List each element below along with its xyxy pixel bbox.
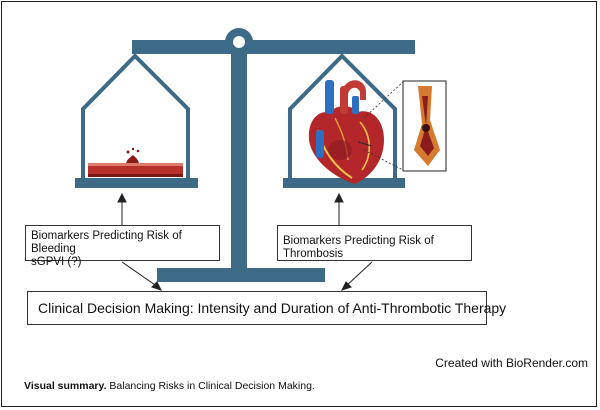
thrombosis-inset <box>363 80 447 172</box>
figure-caption: Visual summary. Balancing Risks in Clini… <box>24 380 315 392</box>
heart-icon <box>308 80 384 184</box>
caption-text: Balancing Risks in Clinical Decision Mak… <box>106 380 315 392</box>
biorender-credit: Created with BioRender.com <box>435 356 588 370</box>
scale-pivot-hole <box>233 36 245 48</box>
clinical-decision-box: Clinical Decision Making: Intensity and … <box>27 291 506 325</box>
right-scale-pan <box>283 53 405 188</box>
clinical-decision-label: Clinical Decision Making: Intensity and … <box>38 300 507 316</box>
bleeding-biomarkers-title: Biomarkers Predicting Risk of Bleeding <box>31 230 182 256</box>
left-scale-pan <box>75 53 198 188</box>
caption-bold: Visual summary. <box>24 380 107 392</box>
thrombosis-biomarkers-title: Biomarkers Predicting Risk of Thrombosis <box>283 235 434 261</box>
scale-base <box>157 268 325 282</box>
thrombosis-biomarkers-box: Biomarkers Predicting Risk of Thrombosis <box>277 225 472 261</box>
bleeding-biomarkers-marker: sGPVI (?) <box>31 256 82 269</box>
bleeding-vessel-icon <box>88 147 183 177</box>
scale-pillar <box>231 45 247 273</box>
scale-beam <box>132 40 415 54</box>
bleeding-biomarkers-box: Biomarkers Predicting Risk of Bleeding s… <box>25 225 220 268</box>
connector-arrows <box>117 192 373 291</box>
